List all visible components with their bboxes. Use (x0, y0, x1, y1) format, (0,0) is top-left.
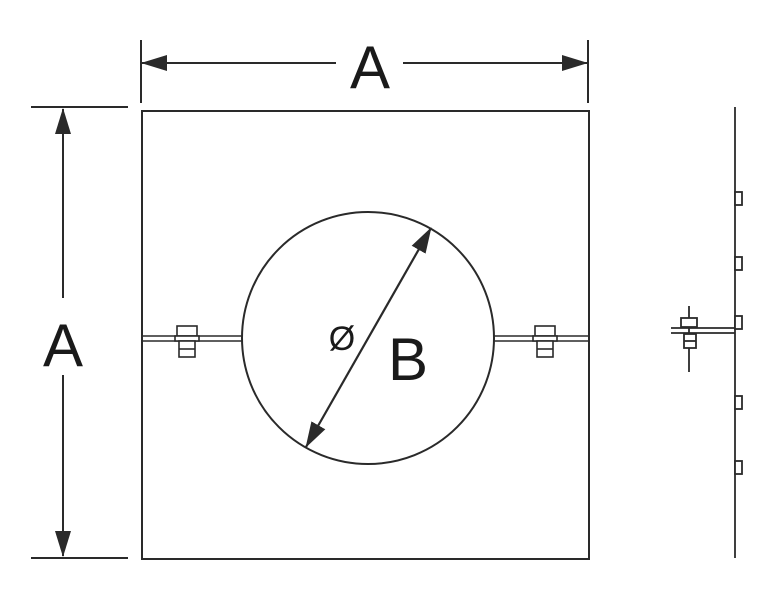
bolt-left (174, 325, 200, 358)
side-view (671, 107, 743, 558)
dimension-left (31, 106, 128, 559)
side-bolt (671, 306, 735, 372)
diameter-label: B (388, 326, 428, 393)
side-tab-1 (734, 191, 743, 206)
side-tab-3 (734, 315, 743, 330)
front-view (141, 110, 590, 560)
bolt-right (532, 325, 558, 358)
dimension-top (140, 40, 589, 103)
diameter-dimension-line (305, 227, 432, 448)
side-tab-5 (734, 460, 743, 475)
dimension-label-left: A (43, 312, 83, 379)
square-plate (141, 110, 590, 560)
diameter-symbol: Ø (329, 320, 355, 358)
dimension-label-top: A (350, 34, 390, 101)
side-tab-2 (734, 256, 743, 271)
side-tab-4 (734, 395, 743, 410)
